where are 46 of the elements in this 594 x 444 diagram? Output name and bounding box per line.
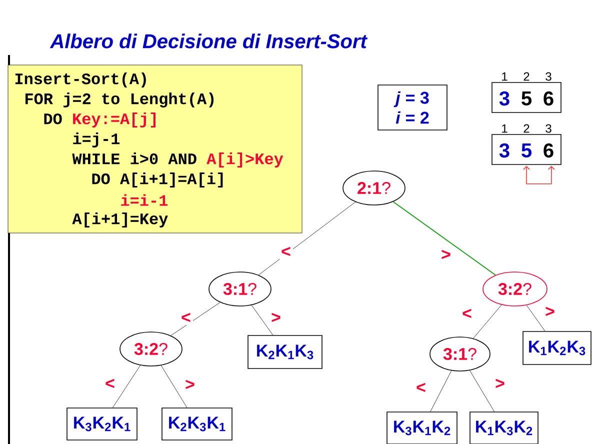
array-box: 3 5 6 — [492, 82, 562, 113]
code-line: A[i+1]=Key — [72, 212, 168, 228]
tree-branch — [170, 302, 220, 336]
code-line: DO Key:=A[j] — [44, 112, 156, 128]
edge-label: > — [543, 304, 557, 320]
index-label: 2 — [524, 72, 530, 81]
index-label: 1 — [502, 72, 508, 81]
title: Albero di Decisione di Insert-Sort — [50, 34, 368, 48]
variable-box: j = 3 i = 2 — [378, 84, 448, 130]
leaf-box: K$_{2}$K$_{1}$K$_{3}$ — [248, 335, 322, 369]
index-label: 2 — [524, 124, 530, 133]
array-box: 3 5 6 — [492, 134, 562, 165]
code-line: DO A[i+1]=A[i] — [92, 172, 223, 188]
code-line: i=i-1 — [121, 194, 168, 206]
edge-label: < — [179, 310, 193, 326]
tree-branch — [251, 304, 274, 336]
edge-label: < — [103, 376, 117, 392]
tree-branch — [258, 202, 356, 276]
tree-branch — [470, 370, 494, 412]
edge-label: > — [269, 310, 283, 326]
edge-label: > — [493, 376, 507, 392]
code-box — [8, 64, 302, 234]
edge-label: > — [439, 248, 453, 262]
edge-label: > — [183, 378, 197, 392]
leaf-box: K$_{3}$K$_{1}$K$_{2}$ — [386, 412, 458, 444]
edge-label: < — [460, 306, 474, 322]
swap-arrow — [523, 166, 555, 184]
tree-branch — [526, 305, 546, 332]
tree-branch — [160, 365, 188, 408]
tree-branch — [112, 365, 141, 408]
code-line: WHILE i>0 AND A[i]>Key — [72, 152, 284, 168]
index-label: 3 — [546, 124, 552, 133]
leaf-box: K$_{1}$K$_{2}$K$_{3}$ — [522, 331, 592, 365]
code-line: FOR j=2 to Lenght(A) — [26, 92, 214, 108]
leaf-box: K$_{2}$K$_{3}$K$_{1}$ — [162, 408, 232, 440]
tree-branch — [392, 201, 496, 276]
leaf-box: K$_{3}$K$_{2}$K$_{1}$ — [66, 408, 138, 440]
code-line: Insert-Sort(A) — [15, 72, 146, 88]
index-label: 1 — [502, 124, 508, 133]
edge-label: < — [414, 380, 428, 396]
edge-label: < — [279, 244, 293, 260]
leaf-box: K$_{1}$K$_{3}$K$_{2}$ — [470, 412, 538, 444]
code-line: i=j-1 — [73, 132, 120, 148]
index-label: 3 — [546, 72, 552, 81]
tree-branch — [473, 304, 502, 339]
tree-branch — [430, 370, 452, 412]
